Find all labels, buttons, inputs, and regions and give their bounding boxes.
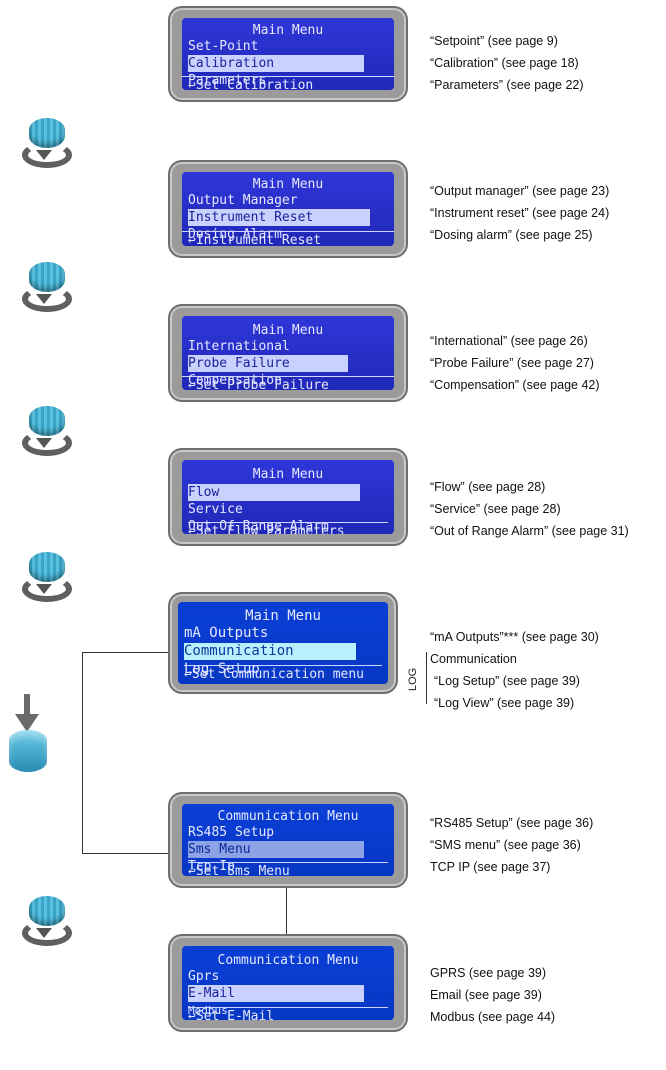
note: “Service” (see page 28)	[430, 502, 561, 516]
note: “Dosing alarm” (see page 25)	[430, 228, 593, 242]
lcd-screen-6: Communication Menu RS485 Setup Sms Menu …	[168, 792, 408, 888]
screen-title: Main Menu	[252, 177, 324, 192]
screen-title: Main Menu	[245, 608, 321, 624]
rotary-knob-icon[interactable]	[22, 896, 72, 952]
screen-footer: ↩Set Probe Failure	[188, 378, 329, 390]
notes-5: “mA Outputs”*** (see page 30) Communicat…	[430, 626, 599, 714]
rotary-knob-icon[interactable]	[22, 262, 72, 318]
note: “Log Setup” (see page 39)	[434, 674, 580, 688]
note: “International” (see page 26)	[430, 334, 588, 348]
note: “SMS menu” (see page 36)	[430, 838, 581, 852]
log-bracket	[426, 652, 427, 704]
connector-line	[82, 853, 168, 854]
note: “RS485 Setup” (see page 36)	[430, 816, 594, 830]
menu-item-international[interactable]: International	[188, 339, 290, 354]
lcd-screen-5: Main Menu mA Outputs Communication Log S…	[168, 592, 398, 694]
rotary-knob-icon[interactable]	[22, 406, 72, 462]
screen-title: Communication Menu	[217, 809, 359, 824]
note: “Setpoint” (see page 9)	[430, 34, 558, 48]
note: “Parameters” (see page 22)	[430, 78, 584, 92]
screen-title: Main Menu	[252, 23, 324, 38]
note: “Probe Failure” (see page 27)	[430, 356, 594, 370]
lcd-screen-4: Main Menu Flow Service Out Of Range Alar…	[168, 448, 408, 546]
connector-line	[286, 888, 287, 934]
note: Modbus (see page 44)	[430, 1010, 556, 1024]
screen-footer: ↩Set Flow Parameters	[188, 522, 388, 534]
menu-item-flow[interactable]: Flow	[188, 484, 360, 501]
lcd-screen-7: Communication Menu Gprs E-Mail Modbus ↩S…	[168, 934, 408, 1032]
menu-item-output-manager[interactable]: Output Manager	[188, 193, 298, 208]
rotary-knob-icon[interactable]	[22, 118, 72, 174]
note: “Flow” (see page 28)	[430, 480, 546, 494]
rotary-knob-icon[interactable]	[22, 552, 72, 608]
screen-footer: ↩Set Sms Menu	[188, 862, 388, 876]
note: “mA Outputs”*** (see page 30)	[430, 630, 599, 644]
push-knob-icon[interactable]	[4, 694, 50, 778]
note: “Log View” (see page 39)	[434, 696, 575, 710]
menu-item-ma-outputs[interactable]: mA Outputs	[184, 625, 269, 641]
menu-item-probe-failure[interactable]: Probe Failure	[188, 355, 348, 372]
note: GPRS (see page 39)	[430, 966, 547, 980]
footer-divider	[182, 231, 394, 232]
note: Email (see page 39)	[430, 988, 542, 1002]
screen-title: Main Menu	[252, 323, 324, 338]
lcd-screen-1: Main Menu Set-Point Calibration Paramete…	[168, 6, 408, 102]
screen-footer: ↩Set Communication menu	[184, 665, 382, 683]
menu-item-rs485-setup[interactable]: RS485 Setup	[188, 825, 275, 840]
notes-6: “RS485 Setup” (see page 36) “SMS menu” (…	[430, 812, 593, 878]
note: “Out of Range Alarm” (see page 31)	[430, 524, 629, 538]
notes-3: “International” (see page 26) “Probe Fai…	[430, 330, 600, 396]
footer-divider	[182, 76, 394, 77]
menu-item-dosing-alarm[interactable]: Dosing Alarm	[188, 227, 282, 242]
lcd-screen-3: Main Menu International Probe Failure Co…	[168, 304, 408, 402]
menu-item-service[interactable]: Service	[188, 502, 243, 517]
connector-line	[82, 652, 168, 653]
screen-footer: ↩Instrument Reset	[188, 233, 322, 246]
screen-title: Main Menu	[252, 467, 324, 482]
note: “Compensation” (see page 42)	[430, 378, 600, 392]
menu-item-communication[interactable]: Communication	[184, 643, 356, 660]
menu-item-set-point[interactable]: Set-Point	[188, 39, 259, 54]
notes-2: “Output manager” (see page 23) “Instrume…	[430, 180, 609, 246]
footer-divider	[182, 376, 394, 377]
screen-title: Communication Menu	[217, 953, 359, 968]
notes-4: “Flow” (see page 28) “Service” (see page…	[430, 476, 629, 542]
menu-item-gprs[interactable]: Gprs	[188, 969, 220, 984]
menu-item-sms-menu[interactable]: Sms Menu	[188, 841, 364, 858]
lcd-screen-2: Main Menu Output Manager Instrument Rese…	[168, 160, 408, 258]
notes-7: GPRS (see page 39) Email (see page 39) M…	[430, 962, 555, 1028]
menu-item-calibration[interactable]: Calibration	[188, 55, 364, 72]
note: Communication	[430, 652, 517, 666]
note: “Calibration” (see page 18)	[430, 56, 579, 70]
menu-item-instrument-reset[interactable]: Instrument Reset	[188, 209, 370, 226]
notes-1: “Setpoint” (see page 9) “Calibration” (s…	[430, 30, 584, 96]
note: “Output manager” (see page 23)	[430, 184, 610, 198]
note: TCP IP (see page 37)	[430, 860, 551, 874]
screen-footer: ↩Set Calibration	[188, 78, 314, 90]
menu-item-e-mail[interactable]: E-Mail	[188, 985, 364, 1002]
connector-line	[82, 652, 83, 854]
screen-footer: ↩Set E-Mail	[188, 1007, 388, 1020]
log-label: LOG	[407, 667, 419, 691]
note: “Instrument reset” (see page 24)	[430, 206, 610, 220]
